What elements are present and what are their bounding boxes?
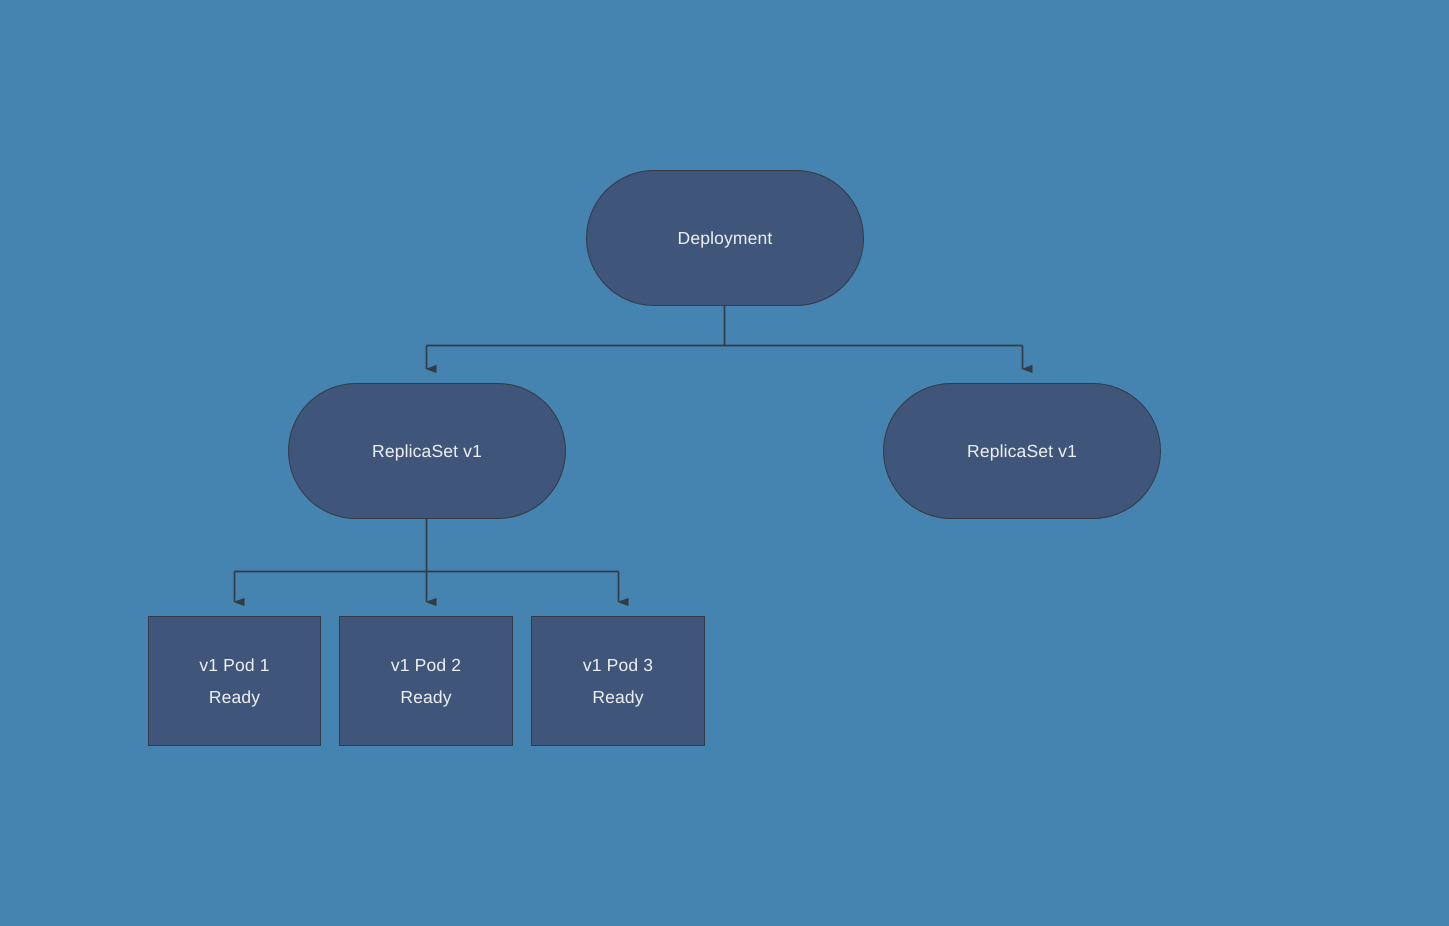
node-pod-1[interactable]: v1 Pod 1 Ready	[148, 616, 321, 746]
node-pod-2-label: v1 Pod 2	[390, 655, 462, 675]
node-pod-3-label: v1 Pod 3	[582, 655, 654, 675]
node-pod-1-status: Ready	[208, 687, 261, 707]
node-pod-2-status: Ready	[400, 687, 452, 707]
node-replicaset-left-label: ReplicaSet v1	[372, 441, 482, 461]
node-pod-3-status: Ready	[592, 687, 644, 707]
node-pod-2[interactable]: v1 Pod 2 Ready	[339, 616, 513, 746]
node-deployment[interactable]: Deployment	[586, 170, 864, 306]
node-deployment-label: Deployment	[677, 228, 773, 248]
node-pod-3[interactable]: v1 Pod 3 Ready	[531, 616, 705, 746]
node-pod-1-label: v1 Pod 1	[199, 655, 270, 675]
node-replicaset-left[interactable]: ReplicaSet v1	[288, 383, 566, 519]
node-replicaset-right[interactable]: ReplicaSet v1	[883, 383, 1161, 519]
node-replicaset-right-label: ReplicaSet v1	[967, 441, 1077, 461]
